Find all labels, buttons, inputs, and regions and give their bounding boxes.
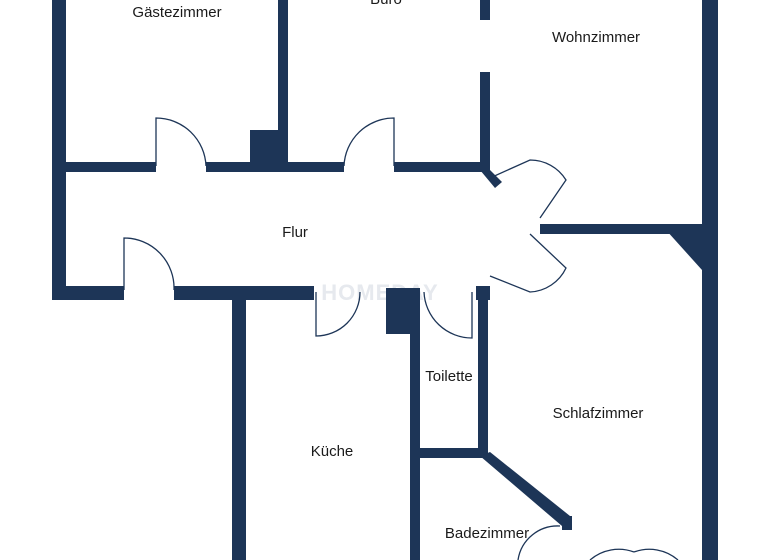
- room-label-flur: Flur: [282, 224, 308, 241]
- wall-column-top: [250, 130, 288, 170]
- room-label-kueche: Küche: [311, 443, 354, 460]
- room-label-schlafzimmer: Schlafzimmer: [553, 405, 644, 422]
- door-living-top-icon: [489, 159, 567, 219]
- walls: [52, 0, 718, 560]
- wall-office-living-bottom: [480, 72, 490, 170]
- door-entrance-icon: [123, 237, 175, 291]
- room-label-buero: Büro: [370, 0, 402, 8]
- wall-kitchen-left: [232, 286, 246, 560]
- door-office-icon: [343, 117, 395, 167]
- wall-bedroom-chamfer: [666, 230, 718, 270]
- wall-hall-diag-top: [480, 170, 502, 188]
- wall-column-bottom: [386, 288, 420, 334]
- wall-toilet-bedroom: [478, 296, 488, 456]
- room-label-badezimmer: Badezimmer: [445, 525, 529, 542]
- door-bath-icon: [517, 525, 561, 560]
- door-kitchen-icon: [315, 291, 361, 337]
- door-bedroom-right-icon: [633, 548, 679, 560]
- room-label-toilette: Toilette: [425, 368, 473, 385]
- door-toilet-icon: [423, 291, 473, 339]
- door-living-bottom-icon: [489, 233, 567, 293]
- door-guest-icon: [155, 117, 207, 167]
- room-label-wohnzimmer: Wohnzimmer: [552, 29, 640, 46]
- wall-right-outer: [702, 0, 718, 560]
- watermark-logo: HOMEDAY: [321, 280, 438, 305]
- wall-toilet-bottom: [410, 448, 488, 458]
- wall-hall-bottom-left: [52, 286, 124, 300]
- wall-hall-top-1: [52, 162, 156, 172]
- wall-office-living-top: [480, 0, 490, 20]
- wall-bath-right-stub: [562, 516, 572, 530]
- wall-hall-top-3: [394, 162, 490, 172]
- doors: [123, 117, 679, 560]
- wall-guest-office: [278, 0, 288, 170]
- wall-hall-left: [52, 170, 66, 300]
- door-bedroom-left-icon: [589, 548, 635, 560]
- room-label-gaestezimmer: Gästezimmer: [132, 4, 221, 21]
- wall-living-bottom: [540, 224, 718, 234]
- wall-bath-diagonal: [480, 452, 570, 526]
- wall-kitchen-toilet: [410, 330, 420, 560]
- wall-guest-left: [52, 0, 66, 170]
